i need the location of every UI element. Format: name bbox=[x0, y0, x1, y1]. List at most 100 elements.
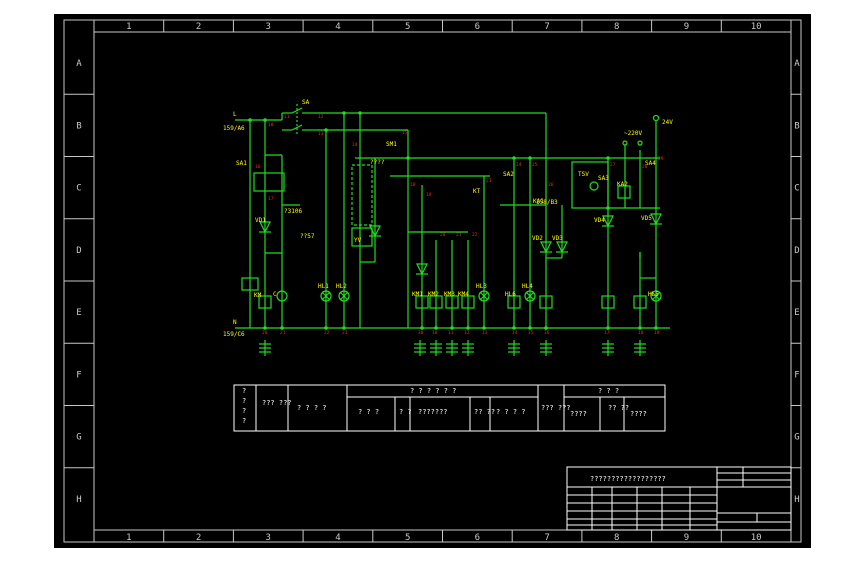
label-24v: 24V bbox=[662, 119, 673, 126]
legend-table-text: ? ? ? ? ??? ??? ? ? ? ? ? ? ? ? ? ? ? ? … bbox=[242, 387, 647, 425]
legend-sub8: ???? bbox=[630, 410, 647, 418]
label-sa2: SA2 bbox=[503, 171, 514, 178]
legend-sub5: ? ? ? ? bbox=[496, 408, 526, 416]
label-sa3: SA3 bbox=[598, 175, 609, 182]
row-label-right: E bbox=[794, 308, 799, 318]
terminal-number: 11 bbox=[284, 114, 290, 120]
row-label-right: B bbox=[794, 121, 799, 131]
legend-col2: ? ? ? ? bbox=[297, 404, 327, 412]
label-vd5: VD5 bbox=[641, 215, 652, 222]
terminal-number: 13 bbox=[318, 131, 324, 137]
label-ht5: HL5 bbox=[648, 291, 659, 298]
column-label-bottom: 10 bbox=[751, 533, 762, 543]
label-tsv: TSV bbox=[578, 171, 589, 178]
legend-header-group: ? ? ? ? ? ? bbox=[410, 387, 456, 395]
column-label-top: 6 bbox=[475, 22, 480, 32]
legend-col0-2: ? bbox=[242, 407, 246, 415]
terminal-number: 15 bbox=[528, 330, 534, 336]
legend-col1: ??? ??? bbox=[262, 399, 292, 407]
label-left-top-ref: 159/A6 bbox=[223, 125, 245, 132]
label-ht3: HL3 bbox=[476, 283, 487, 290]
terminal-number: 26 bbox=[548, 182, 554, 188]
terminal-number: 17 bbox=[604, 330, 610, 336]
terminal-number: 22 bbox=[324, 330, 330, 336]
legend-col0-1: ? bbox=[242, 397, 246, 405]
column-label-bottom: 3 bbox=[266, 533, 271, 543]
terminal-number: 22 bbox=[472, 232, 478, 238]
label-km: KM bbox=[254, 292, 262, 299]
terminal-number: 18 bbox=[638, 330, 644, 336]
label-ka2: KA2 bbox=[617, 181, 628, 188]
label-km2: KM2 bbox=[428, 291, 439, 298]
column-label-top: 2 bbox=[196, 22, 201, 32]
label-left-bottom: N bbox=[233, 319, 237, 326]
column-label-top: 10 bbox=[751, 22, 762, 32]
label-km4: KM4 bbox=[458, 291, 469, 298]
label-sa4: SA4 bbox=[645, 160, 656, 167]
column-label-bottom: 5 bbox=[405, 533, 410, 543]
terminal-number: 20 bbox=[440, 232, 446, 238]
label-c: C bbox=[273, 291, 277, 298]
row-label-left: A bbox=[76, 59, 82, 69]
column-label-bottom: 7 bbox=[544, 533, 549, 543]
label-ka: KA1 bbox=[533, 198, 544, 205]
legend-sub1: ? ? ? bbox=[358, 408, 379, 416]
row-label-left: B bbox=[76, 121, 81, 131]
label-ht4: HL4 bbox=[522, 283, 533, 290]
label-q1: ?3106 bbox=[284, 208, 302, 215]
label-ht6: HL6 bbox=[505, 291, 516, 298]
legend-header-group2: ? ? ? bbox=[598, 387, 619, 395]
row-label-right: F bbox=[794, 370, 799, 380]
legend-col0-3: ? bbox=[242, 417, 246, 425]
terminal-number: 24 bbox=[516, 162, 522, 168]
label-sa: SA bbox=[302, 99, 310, 106]
terminal-number: 27 bbox=[610, 162, 616, 168]
row-label-left: E bbox=[76, 308, 81, 318]
terminal-number: 21 bbox=[456, 232, 462, 238]
label-sm: SM1 bbox=[386, 141, 397, 148]
column-label-top: 7 bbox=[544, 22, 549, 32]
column-label-bottom: 9 bbox=[684, 533, 689, 543]
label-right-top-ref: 158/B3 bbox=[536, 199, 558, 206]
terminal-number: 13 bbox=[482, 330, 488, 336]
legend-sub7: ?? ?? bbox=[608, 404, 629, 412]
terminal-number: 14 bbox=[512, 330, 518, 336]
row-label-right: H bbox=[794, 495, 799, 505]
terminal-number: 17 bbox=[268, 196, 274, 202]
title-block-title: ?????????????????? bbox=[590, 475, 666, 483]
row-label-left: F bbox=[76, 370, 81, 380]
terminal-number: 16 bbox=[255, 164, 261, 170]
row-label-right: C bbox=[794, 184, 799, 194]
column-label-top: 8 bbox=[614, 22, 619, 32]
label-vd2: VD2 bbox=[532, 235, 543, 242]
label-vd4: VD4 bbox=[594, 217, 605, 224]
terminal-number: 19 bbox=[654, 330, 660, 336]
legend-sub2: ? ? bbox=[399, 408, 412, 416]
column-label-top: 3 bbox=[266, 22, 271, 32]
legend-sub6: ???? bbox=[570, 410, 587, 418]
label-left-top: L bbox=[233, 111, 237, 118]
label-left-bottom-ref: 159/C6 bbox=[223, 331, 245, 338]
label-vd3: VD3 bbox=[552, 235, 563, 242]
label-q2: ??57 bbox=[300, 233, 315, 240]
terminal-number: 21 bbox=[280, 330, 286, 336]
terminal-number: 28 bbox=[642, 164, 648, 170]
legend-col0-0: ? bbox=[242, 387, 246, 395]
terminal-number: 30 bbox=[418, 330, 424, 336]
cross-reference-ticks bbox=[259, 340, 646, 356]
row-label-left: D bbox=[76, 246, 81, 256]
terminal-number: 18 bbox=[410, 182, 416, 188]
row-marks bbox=[64, 93, 801, 469]
label-km3: KM3 bbox=[444, 291, 455, 298]
terminal-number: 12 bbox=[464, 330, 470, 336]
terminal-number: 16 bbox=[544, 330, 550, 336]
terminal-number: 25 bbox=[532, 162, 538, 168]
label-km1: KM1 bbox=[412, 291, 423, 298]
legend-table bbox=[233, 384, 666, 432]
terminal-number: 20 bbox=[262, 330, 268, 336]
row-label-right: G bbox=[794, 433, 799, 443]
